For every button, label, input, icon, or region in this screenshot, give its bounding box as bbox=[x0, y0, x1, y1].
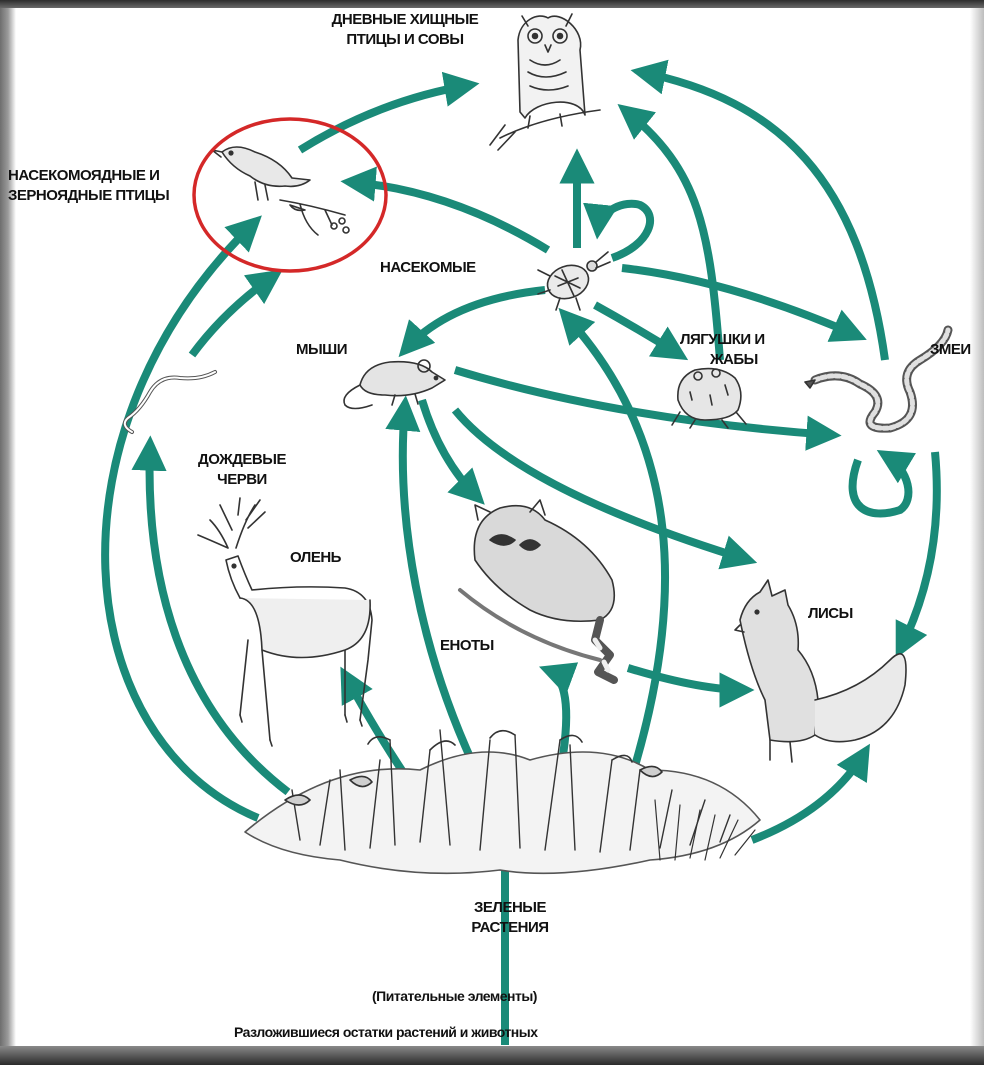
label-worms-line1: ДОЖДЕВЫЕ bbox=[198, 451, 286, 468]
plants-icon bbox=[244, 729, 761, 875]
arrow-mouse-to-snake bbox=[453, 366, 842, 451]
label-plants-line1: ЗЕЛЕНЫЕ bbox=[474, 899, 546, 916]
arrow-plants-to-insect bbox=[558, 307, 670, 800]
raccoon-icon bbox=[458, 499, 618, 684]
label-plants-line2: РАСТЕНИЯ bbox=[471, 919, 549, 936]
arrow-insect-self-loop bbox=[583, 199, 654, 262]
arrow-worm-to-bird bbox=[188, 269, 283, 358]
label-owls-line1: ДНЕВНЫЕ ХИЩНЫЕ bbox=[331, 11, 479, 28]
fox-icon bbox=[734, 579, 907, 763]
label-frogs-line2: ЖАБЫ bbox=[710, 351, 758, 368]
label-worms-line2: ЧЕРВИ bbox=[217, 471, 267, 488]
owl-icon bbox=[489, 13, 601, 151]
label-mice: МЫШИ bbox=[296, 341, 348, 358]
label-frogs-line1: ЛЯГУШКИ И bbox=[680, 331, 765, 348]
label-birds: НАСЕКОМОЯДНЫЕ И ЗЕРНОЯДНЫЕ ПТИЦЫ bbox=[8, 166, 248, 206]
label-foxes: ЛИСЫ bbox=[808, 605, 853, 622]
arrow-snake-to-owl bbox=[630, 59, 889, 361]
label-nutrients: (Питательные элементы) bbox=[372, 988, 537, 1004]
arrow-insect-to-frog bbox=[593, 301, 689, 361]
highlight-circle bbox=[192, 117, 388, 273]
label-owls: ДНЕВНЫЕ ХИЩНЫЕ ПТИЦЫ И СОВЫ bbox=[310, 10, 500, 50]
arrow-insect-to-mouse bbox=[398, 286, 546, 358]
bottom-frame-bar bbox=[0, 1046, 984, 1065]
label-owls-line2: ПТИЦЫ И СОВЫ bbox=[346, 31, 464, 48]
arrow-plants-to-fox bbox=[750, 743, 870, 844]
arrow-frog-to-owl bbox=[617, 103, 724, 361]
toad-icon bbox=[671, 367, 747, 429]
label-frogs: ЛЯГУШКИ И ЖАБЫ bbox=[680, 330, 820, 370]
label-plants: ЗЕЛЕНЫЕ РАСТЕНИЯ bbox=[440, 898, 580, 938]
deer-icon bbox=[197, 497, 373, 747]
label-birds-line1: НАСЕКОМОЯДНЫЕ И bbox=[8, 167, 160, 184]
snake-icon bbox=[804, 325, 953, 433]
label-deer: ОЛЕНЬ bbox=[290, 549, 341, 566]
label-decay: Разложившиеся остатки растений и животны… bbox=[234, 1024, 538, 1040]
top-frame-bar bbox=[0, 0, 984, 8]
arrow-plants-to-bird bbox=[101, 215, 262, 822]
arrow-snake-to-fox bbox=[895, 451, 941, 659]
arrow-plants-to-deer bbox=[340, 666, 409, 778]
arrow-insect-to-snake bbox=[621, 264, 867, 342]
label-snakes: ЗМЕИ bbox=[930, 341, 971, 358]
arrow-mouse-to-fox bbox=[451, 407, 758, 570]
arrow-mouse-to-raccoon bbox=[418, 398, 485, 505]
label-worms: ДОЖДЕВЫЕ ЧЕРВИ bbox=[172, 450, 312, 490]
beetle-icon bbox=[537, 251, 611, 311]
bird-icon bbox=[211, 146, 350, 236]
arrow-snake-self-loop bbox=[848, 450, 917, 518]
arrow-raccoon-to-fox bbox=[626, 664, 755, 708]
arrow-plants-to-mouse bbox=[385, 395, 479, 770]
label-raccoons: ЕНОТЫ bbox=[440, 637, 494, 654]
arrow-plants-to-worm bbox=[131, 435, 291, 796]
label-insects: НАСЕКОМЫЕ bbox=[380, 259, 476, 276]
arrow-insect-to-bird bbox=[340, 166, 551, 254]
arrow-bird-to-owl bbox=[297, 71, 480, 154]
mouse-icon bbox=[343, 359, 446, 410]
label-birds-line2: ЗЕРНОЯДНЫЕ ПТИЦЫ bbox=[8, 187, 170, 204]
arrow-plants-to-raccoon bbox=[539, 662, 579, 763]
earthworm-icon bbox=[122, 370, 217, 434]
